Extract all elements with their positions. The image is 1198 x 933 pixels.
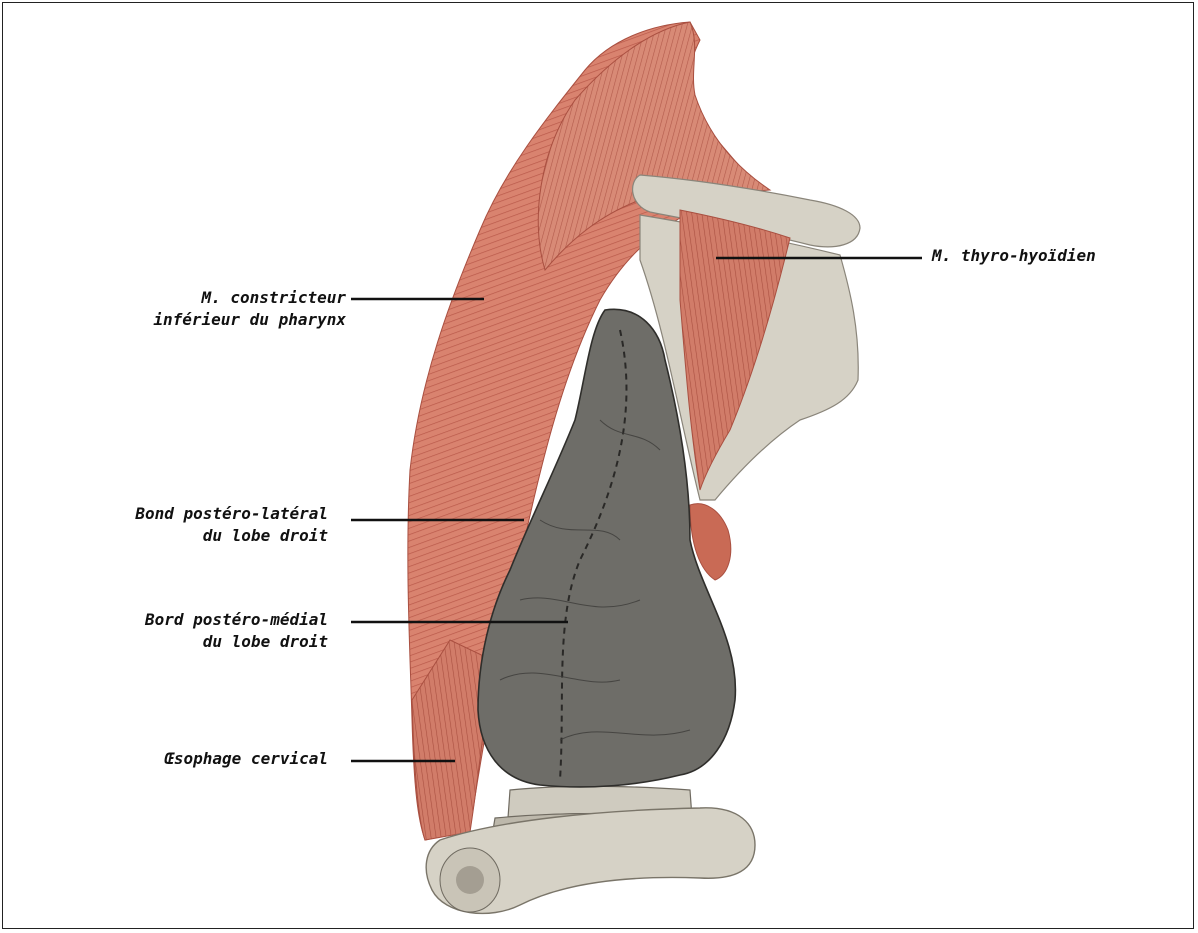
label-bond-postero-lateral: Bond postéro-latéral du lobe droit [135, 503, 328, 547]
label-bord-postero-medial: Bord postéro-médial du lobe droit [145, 609, 328, 653]
label-bord-line1: Bord postéro-médial [145, 609, 328, 631]
label-oesophage: Œsophage cervical [164, 748, 328, 770]
label-bond-line2: du lobe droit [135, 525, 328, 547]
label-bord-line2: du lobe droit [145, 631, 328, 653]
label-oesophage-text: Œsophage cervical [164, 749, 328, 768]
label-constricteur-line2: inférieur du pharynx [153, 309, 346, 331]
label-constricteur: M. constricteur inférieur du pharynx [153, 287, 346, 331]
label-constricteur-line1: M. constricteur [153, 287, 346, 309]
label-thyro-hyoidien: M. thyro-hyoïdien [932, 245, 1096, 267]
label-thyro-hyoidien-text: M. thyro-hyoïdien [932, 246, 1096, 265]
label-bond-line1: Bond postéro-latéral [135, 503, 328, 525]
